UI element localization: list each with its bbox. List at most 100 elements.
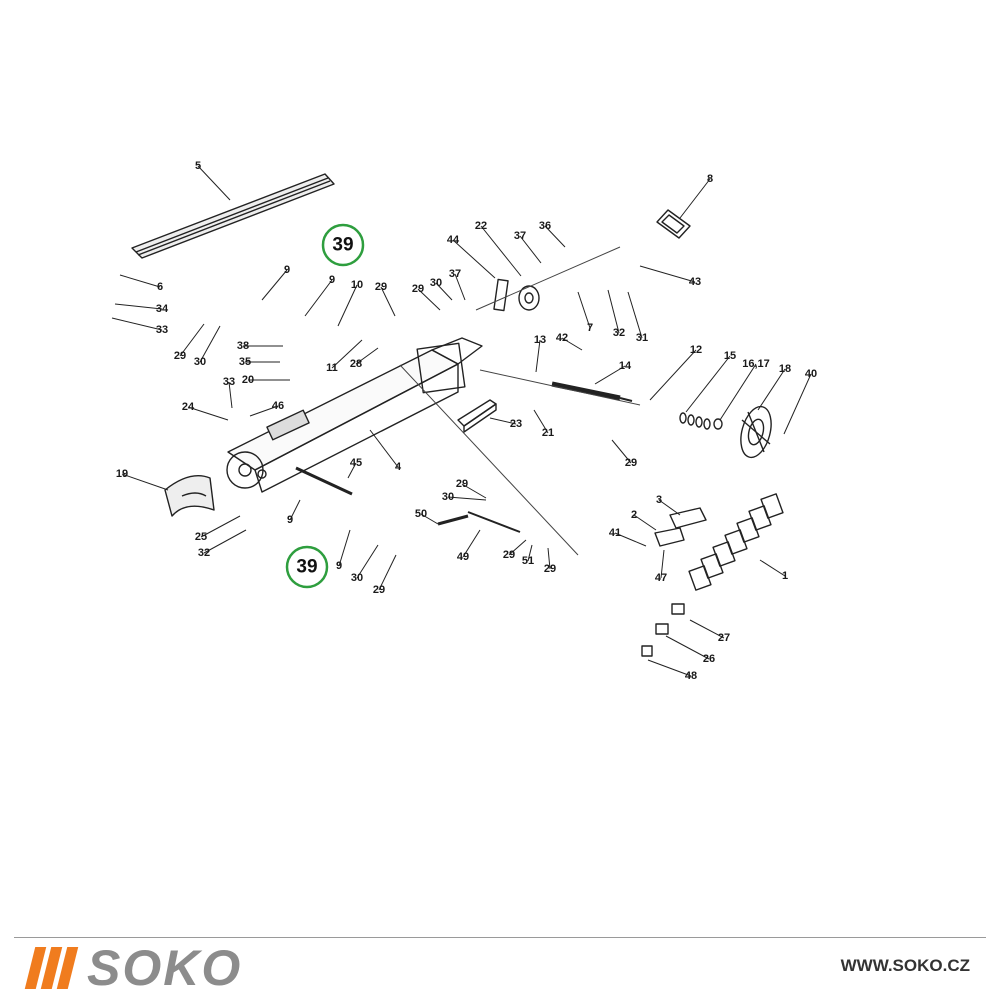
wheel-part <box>740 405 772 459</box>
leader-line <box>633 514 657 531</box>
leader-line <box>228 381 233 409</box>
plate-parts <box>654 507 707 547</box>
part-number-label: 29 <box>375 281 387 293</box>
leader-line <box>337 284 358 327</box>
leader-line <box>417 288 441 311</box>
part-number-label: 34 <box>156 303 169 315</box>
leader-line <box>356 544 379 579</box>
leader-line <box>461 483 487 499</box>
pulley-part <box>493 278 540 312</box>
part-number-label: 47 <box>655 572 667 584</box>
part-number-label: 16,17 <box>742 358 770 370</box>
part-number-label: 35 <box>239 356 251 368</box>
leader-line <box>378 554 397 591</box>
leader-line <box>627 291 643 339</box>
washer-row <box>679 412 723 430</box>
website-url: WWW.SOKO.CZ <box>840 956 970 975</box>
part-number-label: 42 <box>556 332 568 344</box>
leader-line <box>561 337 583 351</box>
part-number-label: 27 <box>718 632 730 644</box>
brand-name: SOKO <box>87 940 243 996</box>
part-number-label: 33 <box>156 324 168 336</box>
part-number-label: 20 <box>242 374 254 386</box>
part-number-label: 10 <box>351 279 363 291</box>
leader-line <box>533 409 549 434</box>
part-number-label: 29 <box>373 584 385 596</box>
leader-line <box>647 659 692 677</box>
leader-line <box>447 496 487 501</box>
leader-line <box>577 291 591 329</box>
leader-line <box>111 317 163 331</box>
leader-line <box>331 339 363 369</box>
highlight-circle <box>321 223 365 267</box>
part-number-label: 18 <box>779 363 791 375</box>
highlight-marks <box>285 223 365 589</box>
part-number-label: 24 <box>182 401 195 413</box>
part-number-label: 29 <box>503 549 515 561</box>
part-number-label: 8 <box>707 173 713 185</box>
leader-line <box>544 225 566 248</box>
leader-line <box>489 417 517 425</box>
leader-line <box>380 286 396 317</box>
part-number-label: 23 <box>510 418 522 430</box>
leader-line <box>719 363 757 421</box>
leader-line <box>519 235 542 264</box>
part-number-label: 11 <box>326 362 338 374</box>
brand-stripes-icon <box>24 947 79 989</box>
leader-line <box>535 339 541 373</box>
part-number-label: 12 <box>690 344 702 356</box>
part-number-label: 31 <box>636 332 648 344</box>
leader-line <box>121 473 169 491</box>
part-number-label: 19 <box>116 468 128 480</box>
leader-line <box>119 274 161 288</box>
leader-line <box>369 429 399 468</box>
frame-part <box>656 209 691 239</box>
leader-line <box>689 619 725 639</box>
part-number-label: 28 <box>350 358 362 370</box>
part-number-label: 30 <box>442 491 454 503</box>
part-number-label: 29 <box>625 457 637 469</box>
part-number-label: 25 <box>195 531 207 543</box>
part-number-label: 32 <box>613 327 625 339</box>
leader-line <box>759 559 786 577</box>
part-number-label: 15 <box>724 350 736 362</box>
leader-line <box>249 405 279 417</box>
leader-line <box>594 365 626 385</box>
knife-sections <box>688 493 784 591</box>
leader-line <box>462 529 481 558</box>
part-number-label: 29 <box>412 283 424 295</box>
leader-line <box>480 225 522 277</box>
leader-line <box>685 355 731 413</box>
part-number-label: 9 <box>287 514 293 526</box>
leader-line <box>179 323 205 357</box>
part-number-label: 40 <box>805 368 817 380</box>
part-number-label: 33 <box>223 376 235 388</box>
part-number-label: 48 <box>685 670 697 682</box>
leader-line <box>611 439 632 464</box>
leader-line <box>289 499 301 521</box>
leader-line <box>187 406 229 421</box>
leader-line <box>614 532 647 547</box>
part-number-label: 29 <box>544 563 556 575</box>
brand-logo: SOKO <box>24 940 243 996</box>
channel-part <box>457 399 497 433</box>
leader-line <box>783 373 812 435</box>
part-number-label: 37 <box>514 230 526 242</box>
part-number-label: 21 <box>542 427 554 439</box>
part-number-label: 9 <box>329 274 335 286</box>
main-beam <box>226 337 483 493</box>
rail-part <box>131 173 335 259</box>
part-number-label: 30 <box>194 356 206 368</box>
part-number-label: 1 <box>782 570 788 582</box>
leader-line <box>420 513 439 525</box>
part-number-label: 45 <box>350 457 362 469</box>
part-number-label: 14 <box>619 360 632 372</box>
part-number-label: 2 <box>631 509 637 521</box>
highlighted-part-number: 39 <box>296 557 317 578</box>
part-number-label: 38 <box>237 340 249 352</box>
rod-part <box>467 511 521 533</box>
leader-line <box>454 273 466 301</box>
leader-line <box>527 544 533 562</box>
part-number-label: 43 <box>689 276 701 288</box>
leader-line <box>660 549 665 579</box>
